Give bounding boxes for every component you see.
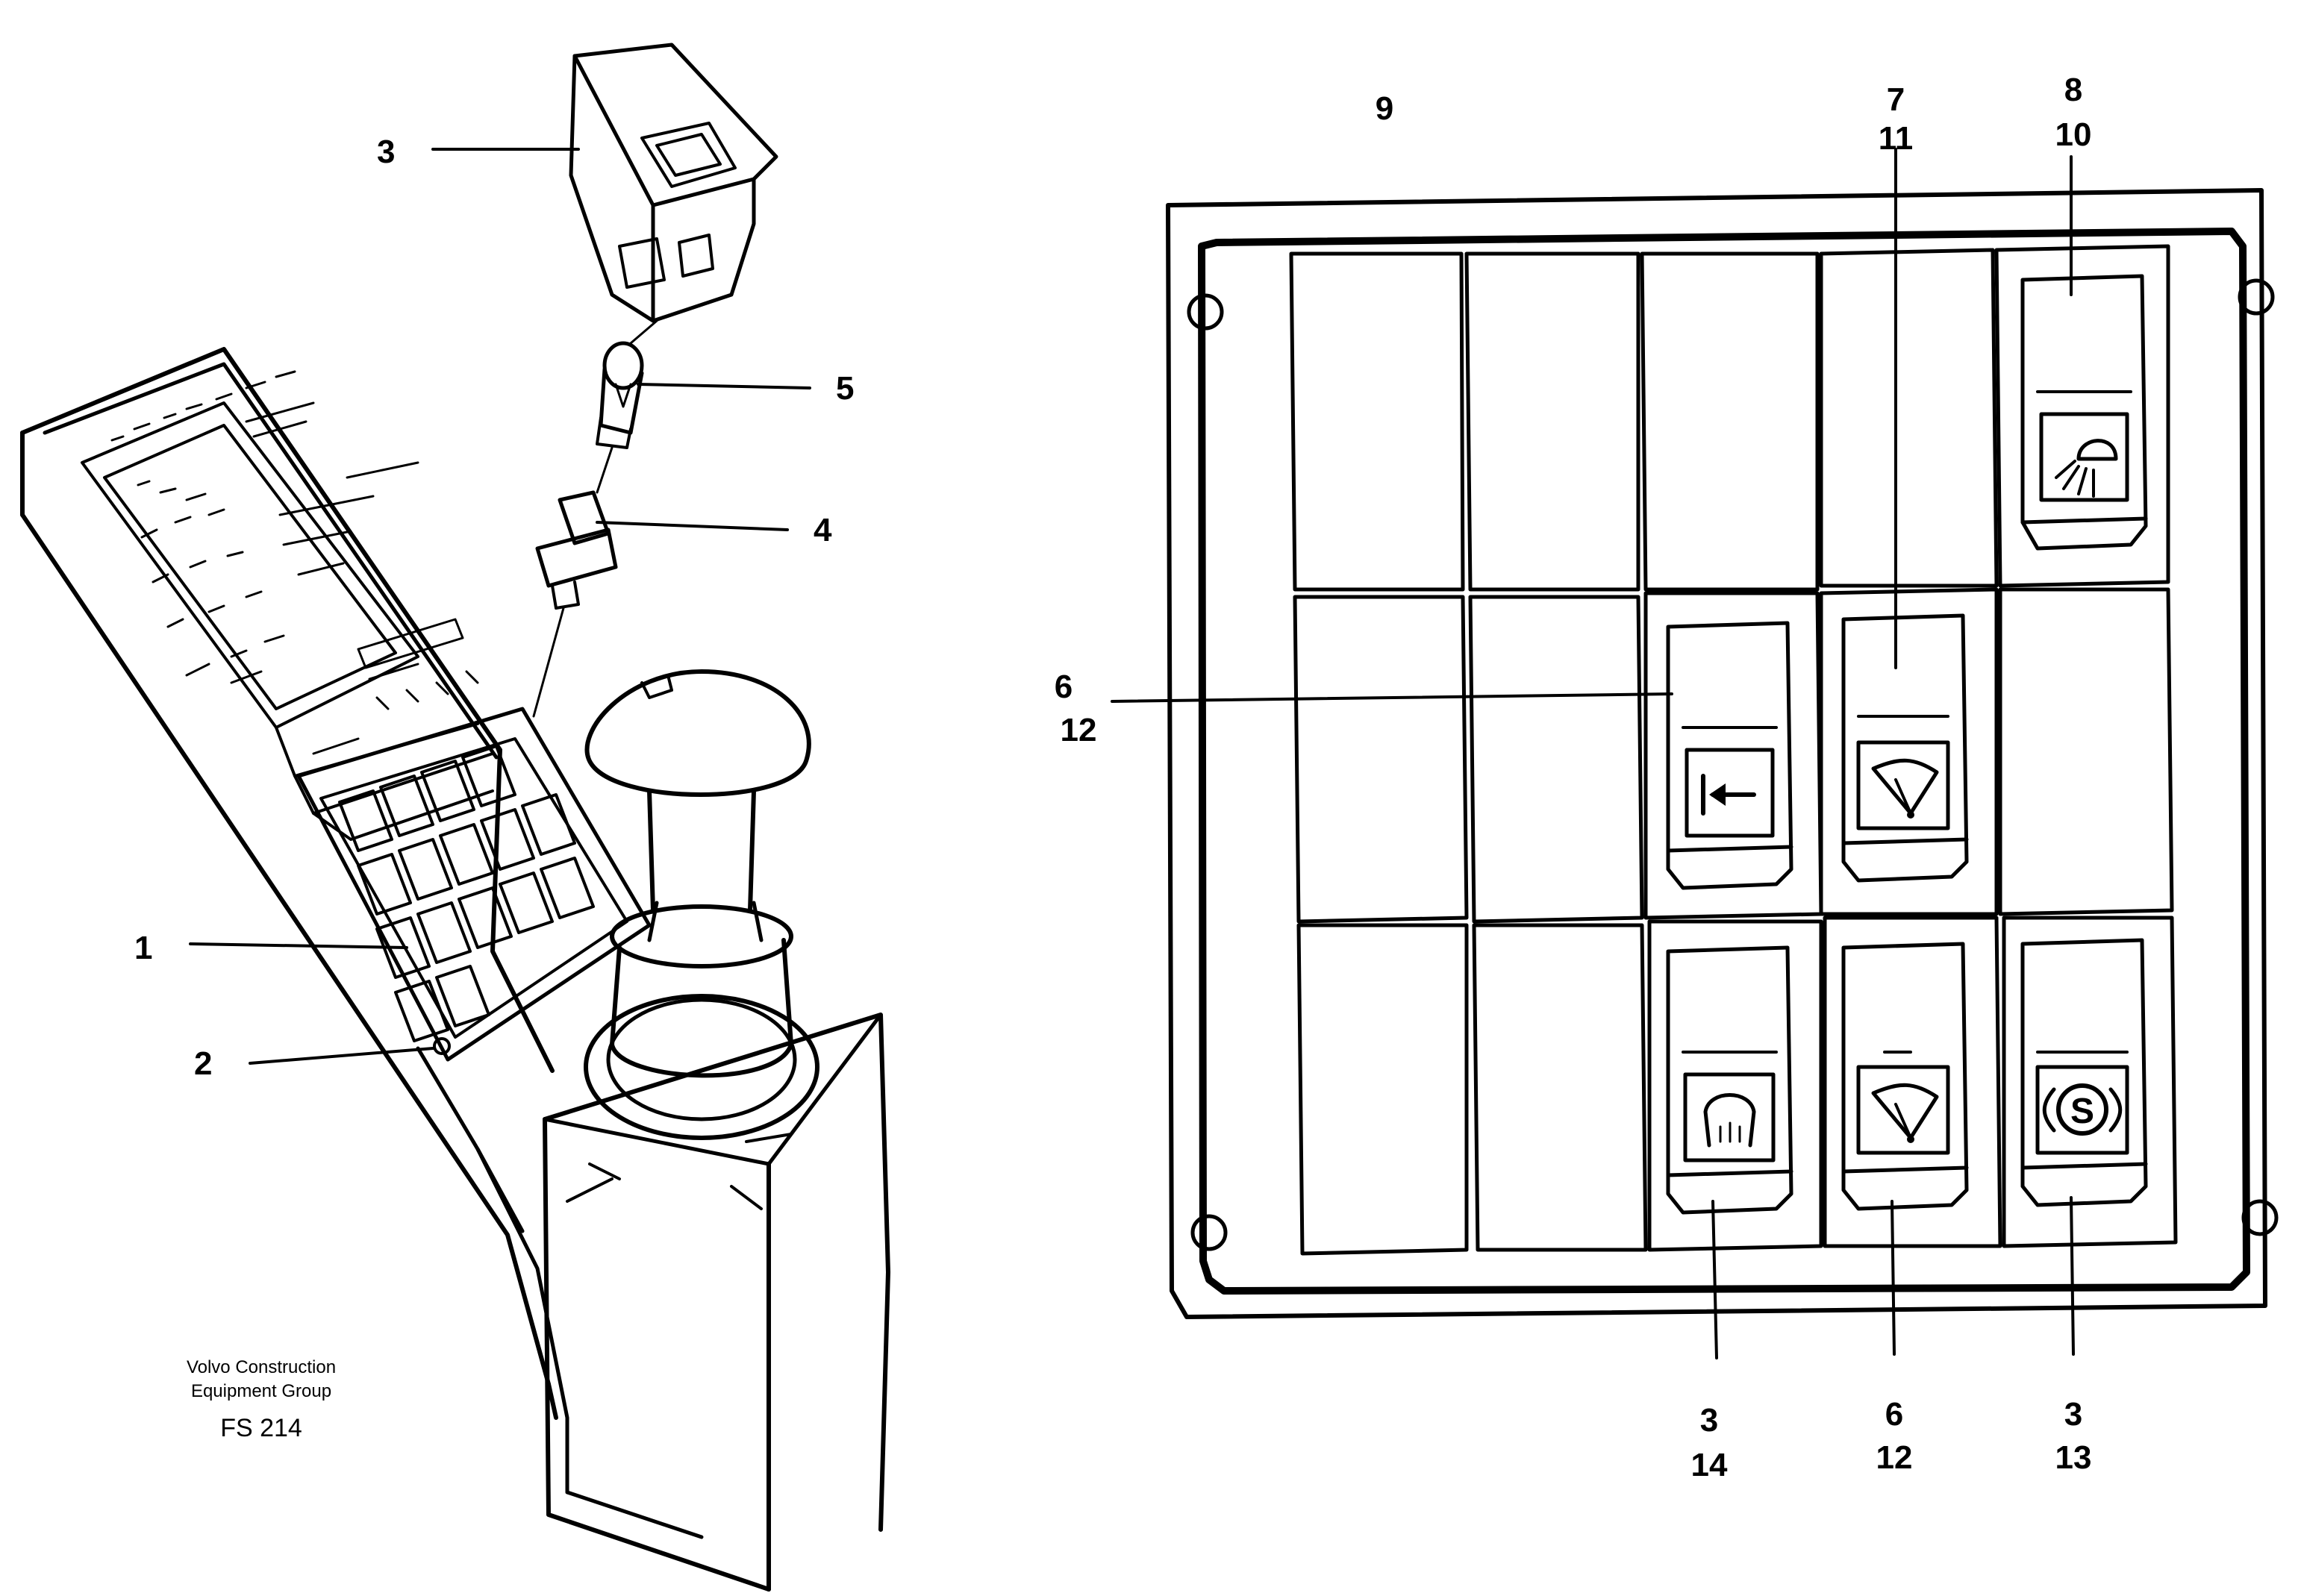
callout-bottom-3-right: 3 xyxy=(2064,1396,2082,1433)
mount-screw-top-left xyxy=(1187,293,1224,331)
right-leader-lines xyxy=(1111,148,2075,1359)
parking-brake-icon: S xyxy=(2042,1083,2123,1136)
callout-bottom-13: 13 xyxy=(2055,1439,2092,1476)
callout-switch-10: 10 xyxy=(2055,116,2092,153)
callout-bottom-12: 12 xyxy=(1876,1439,1913,1476)
slot-grid xyxy=(1289,244,2178,1256)
callout-bulb: 5 xyxy=(836,370,854,407)
callout-switch-11: 11 xyxy=(1879,120,1914,157)
company-name-line2: Equipment Group xyxy=(191,1381,331,1401)
callout-switch-8: 8 xyxy=(2064,72,2082,108)
left-exploded-view: 3 5 4 1 2 Volvo Construction Equipment G… xyxy=(20,43,890,1592)
callout-switch-7: 7 xyxy=(1887,81,1905,118)
callout-bottom-3-left: 3 xyxy=(1700,1402,1718,1439)
work-light-icon xyxy=(2055,439,2118,498)
switch-rear-defrost xyxy=(1666,945,1793,1215)
rear-wiper-icon xyxy=(1871,758,1939,819)
right-switch-panel-view: S 9 7 11 8 10 6 12 3 14 6 12 3 13 xyxy=(1055,72,2279,1483)
arrow-left-stop-icon xyxy=(1701,774,1756,816)
mount-screw-bottom-right xyxy=(2241,1199,2279,1236)
company-name-line1: Volvo Construction xyxy=(187,1357,336,1377)
switch-keypad xyxy=(296,707,652,1062)
rocker-switch-part xyxy=(569,43,778,323)
callout-keypad: 1 xyxy=(134,930,152,966)
callout-slot-9: 9 xyxy=(1376,90,1393,127)
panel-markings xyxy=(110,370,479,755)
bulb-part xyxy=(596,319,658,449)
callout-side-12: 12 xyxy=(1061,712,1097,748)
switch-arrow-stop xyxy=(1666,621,1793,890)
bulb-holder-part xyxy=(532,446,618,718)
switch-front-wiper xyxy=(1841,942,1969,1211)
switch-work-light xyxy=(2020,274,2148,551)
svg-text:S: S xyxy=(2070,1092,2094,1131)
mount-screw-top-right xyxy=(2238,278,2275,316)
callout-screw: 2 xyxy=(194,1045,212,1082)
callout-side-6: 6 xyxy=(1055,669,1073,705)
figure-code: FS 214 xyxy=(220,1414,302,1442)
front-wiper-icon xyxy=(1871,1083,1939,1143)
rear-defrost-icon xyxy=(1703,1093,1756,1148)
joystick xyxy=(543,669,890,1592)
switch-parking-brake: S xyxy=(2020,938,2148,1207)
left-leader-lines xyxy=(189,148,811,1065)
callout-bottom-6: 6 xyxy=(1885,1396,1903,1433)
callout-rocker-switch: 3 xyxy=(377,134,395,170)
callout-bulb-holder: 4 xyxy=(814,512,832,548)
control-console xyxy=(20,347,704,1539)
switch-rear-wiper xyxy=(1841,613,1969,883)
callout-bottom-14: 14 xyxy=(1691,1447,1728,1483)
mount-screw-bottom-left xyxy=(1190,1214,1228,1251)
